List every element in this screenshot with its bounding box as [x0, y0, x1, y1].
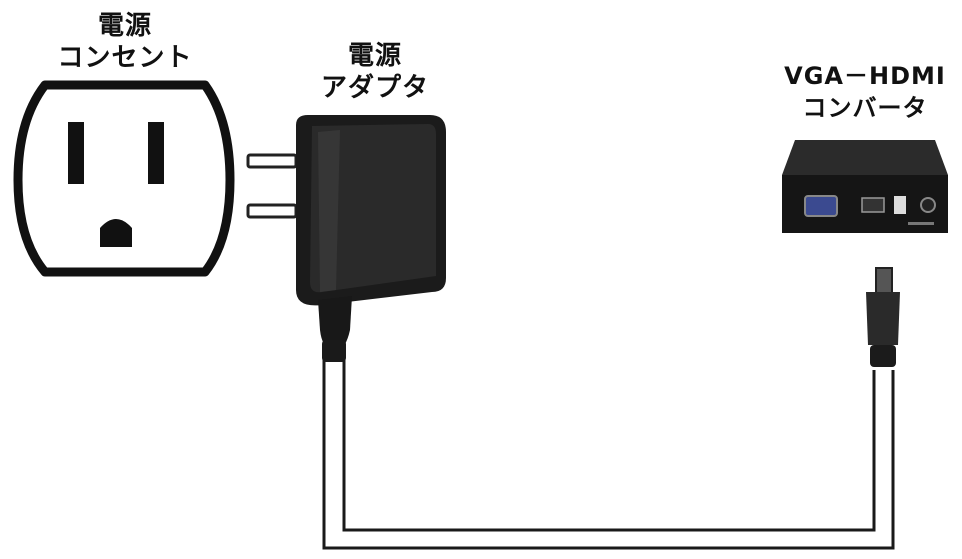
outlet-slot-right-icon [148, 122, 164, 184]
converter-label: VGA－HDMI コンバータ [770, 60, 960, 124]
power-adapter-label-line1: 電源 [347, 41, 402, 71]
vga-hdmi-converter-icon [782, 140, 948, 233]
dc-jack-icon [920, 197, 936, 213]
power-adapter-icon [246, 115, 446, 362]
power-adapter-label-line2: アダプタ [320, 73, 429, 103]
power-outlet-label-line1: 電源 [97, 11, 152, 41]
power-adapter-label: 電源 アダプタ [290, 40, 460, 104]
outlet-ground-hole-icon [100, 219, 132, 247]
power-outlet-label: 電源 コンセント [40, 10, 210, 74]
outlet-slot-left-icon [68, 122, 84, 184]
adapter-prong-bottom-icon [246, 203, 298, 219]
adapter-prong-top-icon [246, 153, 298, 169]
converter-label-line2: コンバータ [802, 94, 928, 122]
usb-port-icon [894, 196, 906, 214]
power-outlet-label-line2: コンセント [57, 43, 193, 73]
power-cord [322, 360, 895, 550]
dc-plug-icon [866, 267, 900, 367]
converter-label-line1: VGA－HDMI [784, 62, 946, 90]
hdmi-port-icon [861, 197, 885, 213]
vga-port-icon [804, 195, 838, 217]
power-outlet-icon [13, 80, 235, 277]
